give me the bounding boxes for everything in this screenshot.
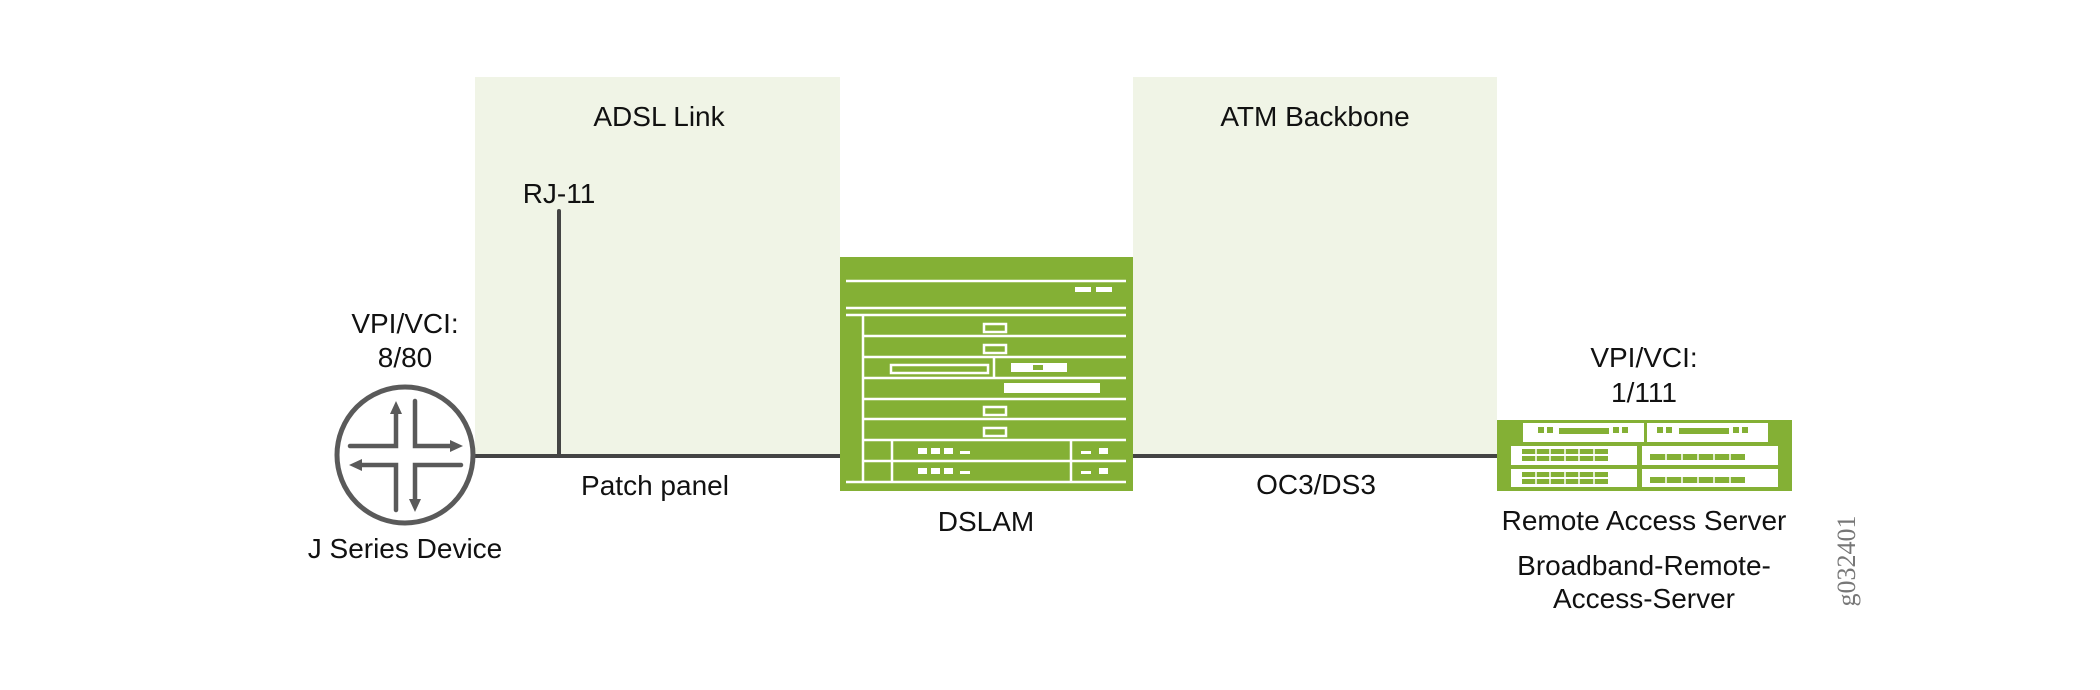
ras-name-label: Remote Access Server	[1502, 505, 1787, 536]
rj11-label: RJ-11	[523, 178, 596, 209]
router-vpi-vci-value: 8/80	[378, 342, 433, 373]
router-vpi-vci-label: VPI/VCI:	[351, 308, 458, 339]
dslam-label: DSLAM	[938, 506, 1034, 537]
ras-alt-name-line1: Broadband-Remote-	[1517, 550, 1771, 581]
ras-vpi-vci-label: VPI/VCI:	[1590, 342, 1697, 373]
router-icon	[334, 384, 476, 526]
atm-backbone-label: ATM Backbone	[1220, 101, 1409, 132]
adsl-link-zone	[475, 77, 840, 456]
adsl-link-label: ADSL Link	[593, 101, 725, 132]
atm-backbone-zone	[1133, 77, 1497, 456]
remote-access-server-icon	[1497, 420, 1792, 491]
oc3-ds3-label: OC3/DS3	[1256, 469, 1376, 500]
patch-panel-label: Patch panel	[581, 470, 729, 501]
router-name-label: J Series Device	[308, 533, 503, 564]
ras-alt-name-line2: Access-Server	[1553, 583, 1735, 614]
ras-vpi-vci-value: 1/111	[1611, 377, 1677, 408]
dslam-chassis-icon	[840, 257, 1133, 491]
figure-id: g032401	[1832, 516, 1861, 607]
